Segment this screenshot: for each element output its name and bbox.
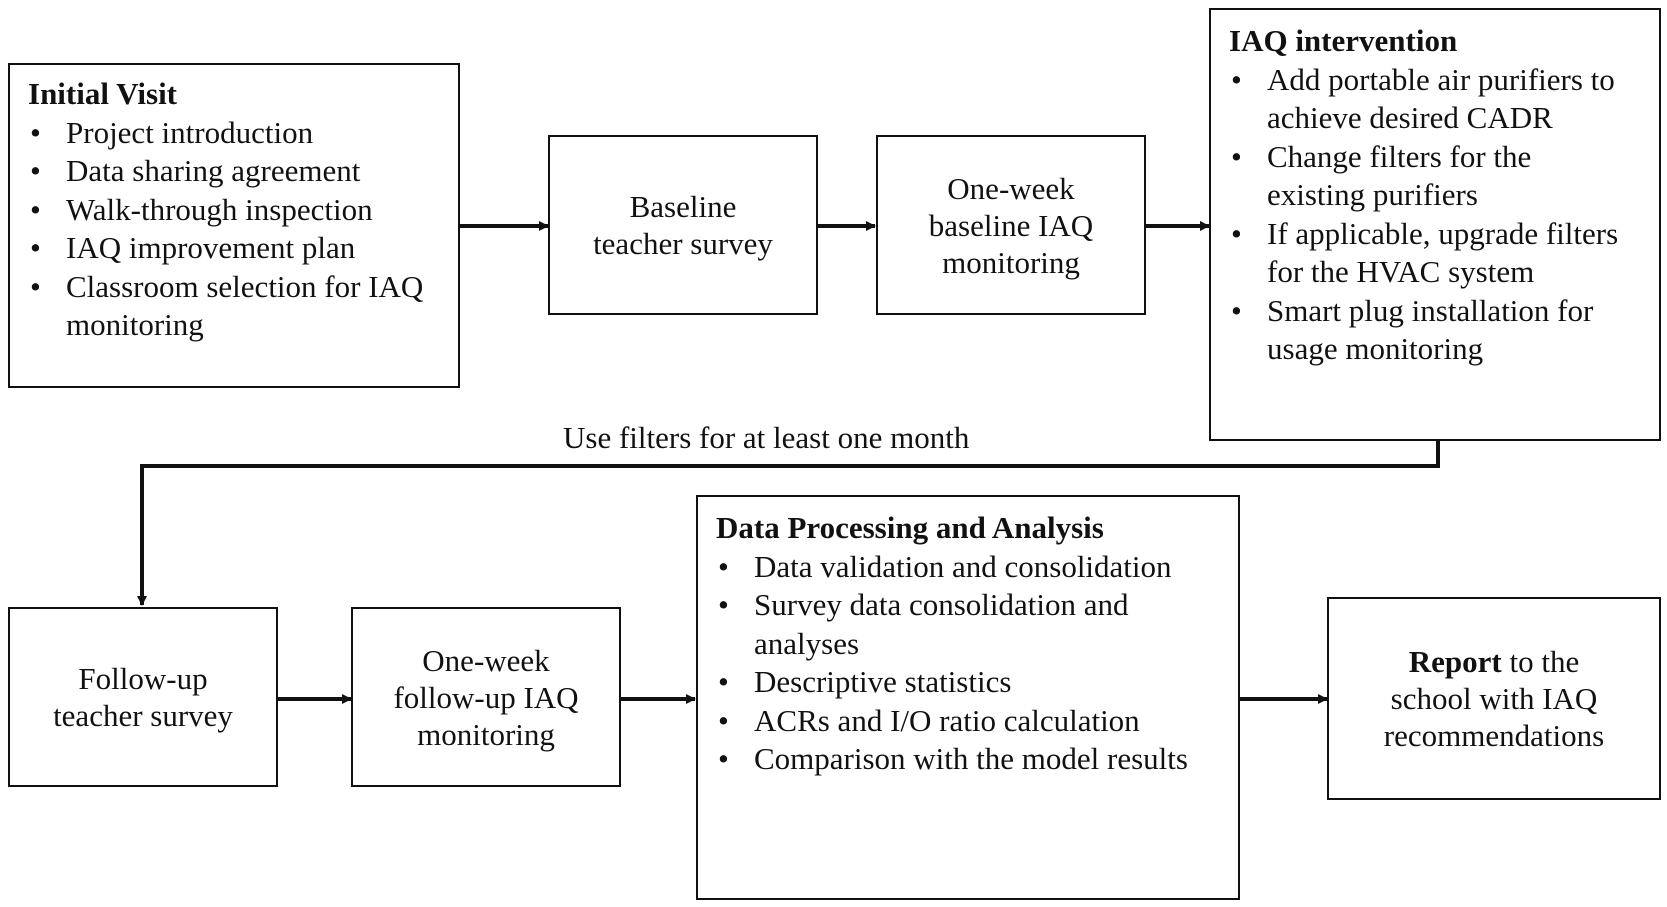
data-processing-item: Survey data consolidation and analyses bbox=[716, 586, 1214, 663]
followup-monitoring-box: One-week follow-up IAQ monitoring bbox=[351, 607, 621, 787]
baseline-monitoring-line3: monitoring bbox=[942, 244, 1080, 280]
initial-visit-box: Initial Visit Project introduction Data … bbox=[8, 63, 460, 388]
initial-visit-item: Classroom selection for IAQ monitoring bbox=[28, 268, 440, 345]
initial-visit-item: Data sharing agreement bbox=[28, 152, 440, 191]
data-processing-list: Data validation and consolidation Survey… bbox=[716, 548, 1220, 779]
initial-visit-item: Project introduction bbox=[28, 114, 440, 153]
iaq-intervention-box: IAQ intervention Add portable air purifi… bbox=[1209, 8, 1661, 441]
initial-visit-item: Walk-through inspection bbox=[28, 191, 440, 230]
iaq-intervention-item: If applicable, upgrade filters for the H… bbox=[1229, 215, 1635, 292]
report-line1: Report to the bbox=[1409, 643, 1579, 680]
data-processing-item: Data validation and consolidation bbox=[716, 548, 1214, 587]
connector-label: Use filters for at least one month bbox=[563, 420, 970, 455]
baseline-survey-line1: Baseline bbox=[629, 189, 737, 224]
iaq-intervention-title: IAQ intervention bbox=[1229, 23, 1458, 58]
report-line1-rest: to the bbox=[1501, 644, 1580, 679]
initial-visit-item: IAQ improvement plan bbox=[28, 229, 440, 268]
followup-monitoring-line3: monitoring bbox=[417, 716, 555, 752]
baseline-survey-box: Baseline teacher survey bbox=[548, 135, 818, 315]
baseline-monitoring-line1: One-week bbox=[947, 170, 1075, 206]
followup-survey-box: Follow-up teacher survey bbox=[8, 607, 278, 787]
report-bold: Report bbox=[1408, 644, 1502, 679]
report-line2: school with IAQ bbox=[1390, 681, 1598, 716]
iaq-intervention-item: Change filters for the existing purifier… bbox=[1229, 138, 1635, 215]
iaq-intervention-item: Add portable air purifiers to achieve de… bbox=[1229, 61, 1635, 138]
iaq-intervention-item: Smart plug installation for usage monito… bbox=[1229, 292, 1635, 369]
baseline-monitoring-box: One-week baseline IAQ monitoring bbox=[876, 135, 1146, 315]
followup-survey-line2: teacher survey bbox=[53, 698, 233, 733]
data-processing-item: Comparison with the model results bbox=[716, 740, 1214, 779]
followup-survey-line1: Follow-up bbox=[78, 661, 208, 696]
data-processing-item: Descriptive statistics bbox=[716, 663, 1214, 702]
iaq-intervention-list: Add portable air purifiers to achieve de… bbox=[1229, 61, 1641, 369]
initial-visit-list: Project introduction Data sharing agreem… bbox=[28, 114, 440, 345]
data-processing-title: Data Processing and Analysis bbox=[716, 510, 1104, 545]
report-box: Report to the school with IAQ recommenda… bbox=[1327, 597, 1661, 800]
report-line3: recommendations bbox=[1383, 718, 1605, 753]
baseline-survey-line2: teacher survey bbox=[593, 226, 773, 261]
initial-visit-title: Initial Visit bbox=[28, 76, 178, 111]
arrow-intervention-to-followup-survey bbox=[137, 441, 1440, 606]
followup-monitoring-line1: One-week bbox=[422, 642, 550, 678]
followup-monitoring-line2: follow-up IAQ bbox=[393, 679, 579, 715]
baseline-monitoring-line2: baseline IAQ bbox=[928, 207, 1094, 243]
data-processing-item: ACRs and I/O ratio calculation bbox=[716, 702, 1214, 741]
data-processing-box: Data Processing and Analysis Data valida… bbox=[696, 495, 1240, 900]
